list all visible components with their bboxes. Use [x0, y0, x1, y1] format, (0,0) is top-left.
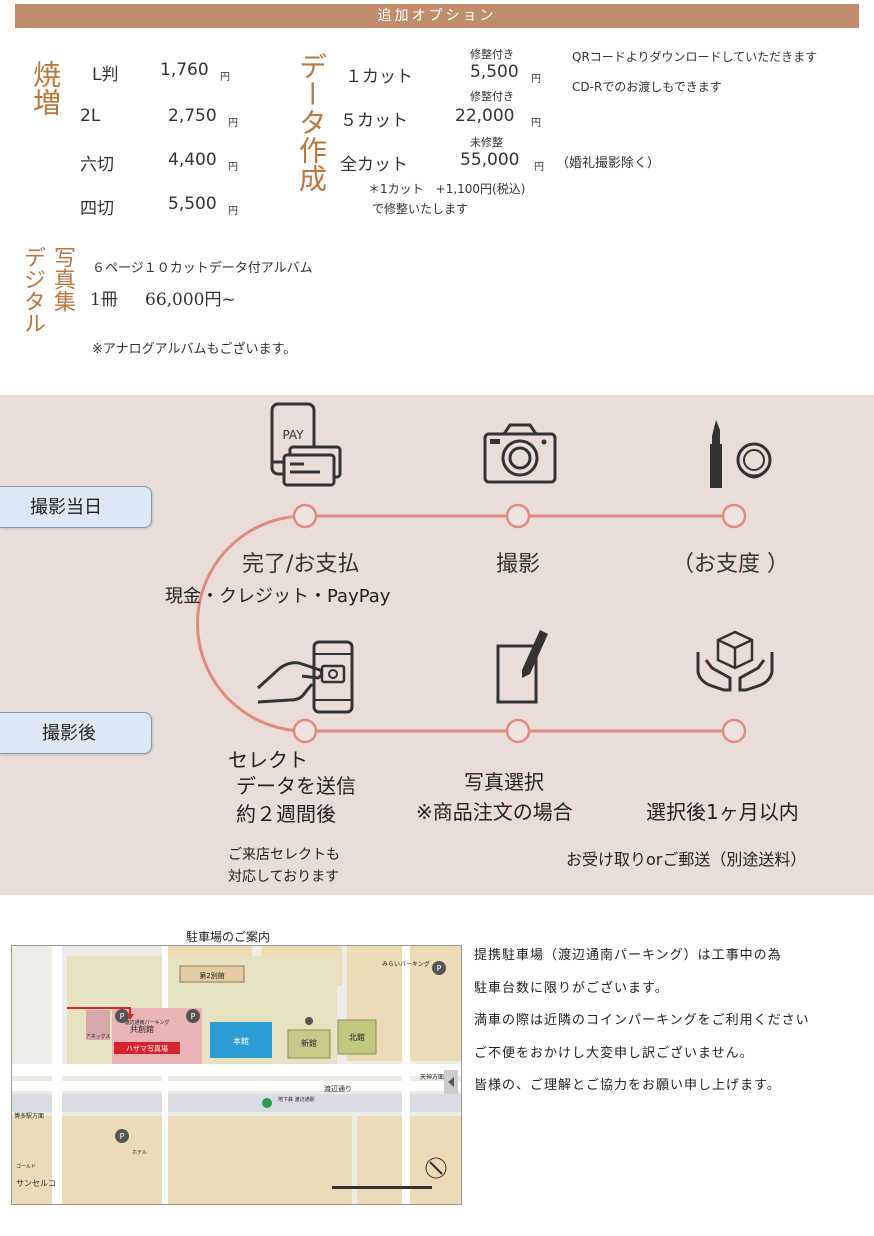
mirai-parking-label: みらいパーキング	[382, 960, 430, 968]
prints-row: 四切 5,500 円	[80, 194, 260, 219]
station-label: 地下鉄 渡辺通駅	[278, 1096, 315, 1103]
print-price: 1,760	[160, 60, 209, 80]
data-cut-label: ５カット	[340, 111, 408, 131]
parking-map-title: 駐車場のご案内	[186, 930, 271, 944]
yen-unit: 円	[220, 72, 230, 83]
notice-line: 満車の際は近隣のコインパーキングをご利用ください	[474, 1013, 810, 1028]
flow-track	[196, 503, 747, 744]
album-quantity: 1冊	[90, 290, 118, 310]
phone-select-icon	[256, 640, 354, 714]
step-preparation: （お支度 ）	[672, 552, 789, 577]
step-send-data: データを送信	[236, 774, 356, 798]
hazama-label: ハザマ写真場	[126, 1044, 168, 1053]
parking-p-icon: P	[120, 1012, 125, 1021]
analog-album-note: ※アナログアルバムもございます。	[92, 342, 297, 357]
print-size: 四切	[80, 199, 114, 219]
print-price: 2,750	[168, 106, 217, 126]
cdr-info: CD-Rでのお渡しもできます	[572, 80, 722, 94]
data-cut-label: 全カット	[340, 155, 408, 175]
shooting-day-tab: 撮影当日	[0, 486, 152, 528]
step-within-one-month: 選択後1ヶ月以内	[646, 800, 799, 824]
sunselco-label: サンセルコ	[16, 1179, 56, 1188]
qr-download-info: QRコードよりダウンロードしていただきます	[572, 50, 818, 64]
hands-delivery-icon	[696, 630, 774, 692]
data-creation-label: データ作成	[295, 52, 328, 192]
pay-text: PAY	[282, 428, 304, 442]
parking-map[interactable]: 第2別館 本館 新館 北館 アネックス 共創館 渡辺通南パーキング ハザマ写真場…	[11, 945, 462, 1205]
retouch-note: 未修整	[470, 136, 503, 149]
pickup-or-mail-note: お受け取りorご郵送（別途送料）	[566, 850, 807, 869]
notice-line: 皆様の、ご理解とご協力をお願い申し上げます。	[474, 1078, 781, 1093]
photobook-label: 写真集	[50, 246, 75, 312]
data-price: 22,000	[455, 106, 515, 126]
retouch-footnote: ＊1カット +1,100円(税込)	[368, 182, 526, 196]
album-description: ６ページ１０カットデータ付アルバム	[92, 261, 313, 276]
hakata-label: 博多駅方面	[14, 1112, 44, 1120]
data-price: 55,000	[460, 150, 520, 170]
print-size: 六切	[80, 155, 114, 175]
yen-unit: 円	[228, 162, 238, 173]
tenjin-label: 天神方面	[420, 1073, 444, 1081]
shinkan-label: 新館	[301, 1038, 317, 1048]
payment-methods: 現金・クレジット・PayPay	[165, 586, 391, 607]
kitakan-label: 北館	[349, 1032, 365, 1042]
map-graphic: 第2別館 本館 新館 北館 アネックス 共創館 渡辺通南パーキング ハザマ写真場…	[12, 946, 461, 1204]
prints-row: 六切 4,400 円	[80, 150, 260, 175]
camera-icon	[483, 423, 557, 484]
in-store-select-note: ご来店セレクトも	[228, 847, 340, 863]
step-select: セレクト	[228, 748, 308, 772]
prints-label: 焼増	[29, 60, 62, 116]
annex-label: アネックス	[86, 1034, 111, 1040]
parking-p-icon: P	[120, 1132, 125, 1141]
pen-paper-icon	[496, 630, 548, 704]
data-price: 5,500	[470, 62, 519, 82]
gold-label: ゴールド	[16, 1163, 36, 1170]
honkan-label: 本館	[233, 1036, 249, 1046]
step-product-order-note: ※商品注文の場合	[416, 800, 573, 824]
mobile-pay-icon: PAY	[270, 402, 342, 487]
bldg2-label: 第2別館	[199, 971, 224, 980]
yen-unit: 円	[531, 74, 541, 85]
step-complete-payment: 完了/お支払	[242, 552, 360, 577]
retouch-footnote-2: で修整いたします	[372, 202, 469, 216]
print-price: 4,400	[168, 150, 217, 170]
step-two-weeks: 約２週間後	[236, 802, 336, 826]
after-shooting-tab: 撮影後	[0, 712, 152, 754]
makeup-icon	[710, 420, 772, 488]
parking-p-icon: P	[437, 964, 442, 973]
yen-unit: 円	[228, 118, 238, 129]
watanabe-dori-label: 渡辺通り	[324, 1084, 352, 1093]
kyososan-label: 共創館	[130, 1024, 154, 1034]
notice-line: 駐車台数に限りがございます。	[474, 980, 669, 996]
data-cut-label: １カット	[345, 67, 413, 87]
prints-row: L判 1,760 円	[80, 60, 260, 85]
step-shooting: 撮影	[496, 552, 541, 577]
step-photo-choose: 写真選択	[464, 770, 544, 794]
yen-unit: 円	[228, 206, 238, 217]
print-price: 5,500	[168, 194, 217, 214]
section-header-additional-options: 追加オプション	[15, 4, 859, 28]
retouch-note: 修整付き	[470, 48, 514, 61]
hotel-label: ホテル	[132, 1150, 147, 1156]
retouch-note: 修整付き	[470, 90, 514, 103]
album-price: 66,000円~	[145, 290, 236, 310]
watanabe-parking-label: 渡辺通南パーキング	[125, 1019, 170, 1026]
print-size: L判	[92, 65, 119, 85]
notice-line: ご不便をおかけし大変申し訳ございません。	[474, 1045, 754, 1061]
parking-p-icon: P	[191, 1012, 196, 1021]
digital-label: デジタル	[20, 246, 45, 334]
notice-line: 提携駐車場（渡辺通南パーキング）は工事中の為	[474, 948, 782, 963]
prints-row: 2L 2,750 円	[80, 106, 260, 130]
in-store-select-note-2: 対応しております	[228, 869, 340, 885]
print-size: 2L	[80, 106, 101, 126]
yen-unit: 円	[534, 162, 544, 173]
parking-notice: 提携駐車場（渡辺通南パーキング）は工事中の為 駐車台数に限りがございます。 満車…	[474, 940, 870, 1103]
wedding-excluded-note: （婚礼撮影除く）	[556, 156, 661, 171]
yen-unit: 円	[531, 118, 541, 129]
